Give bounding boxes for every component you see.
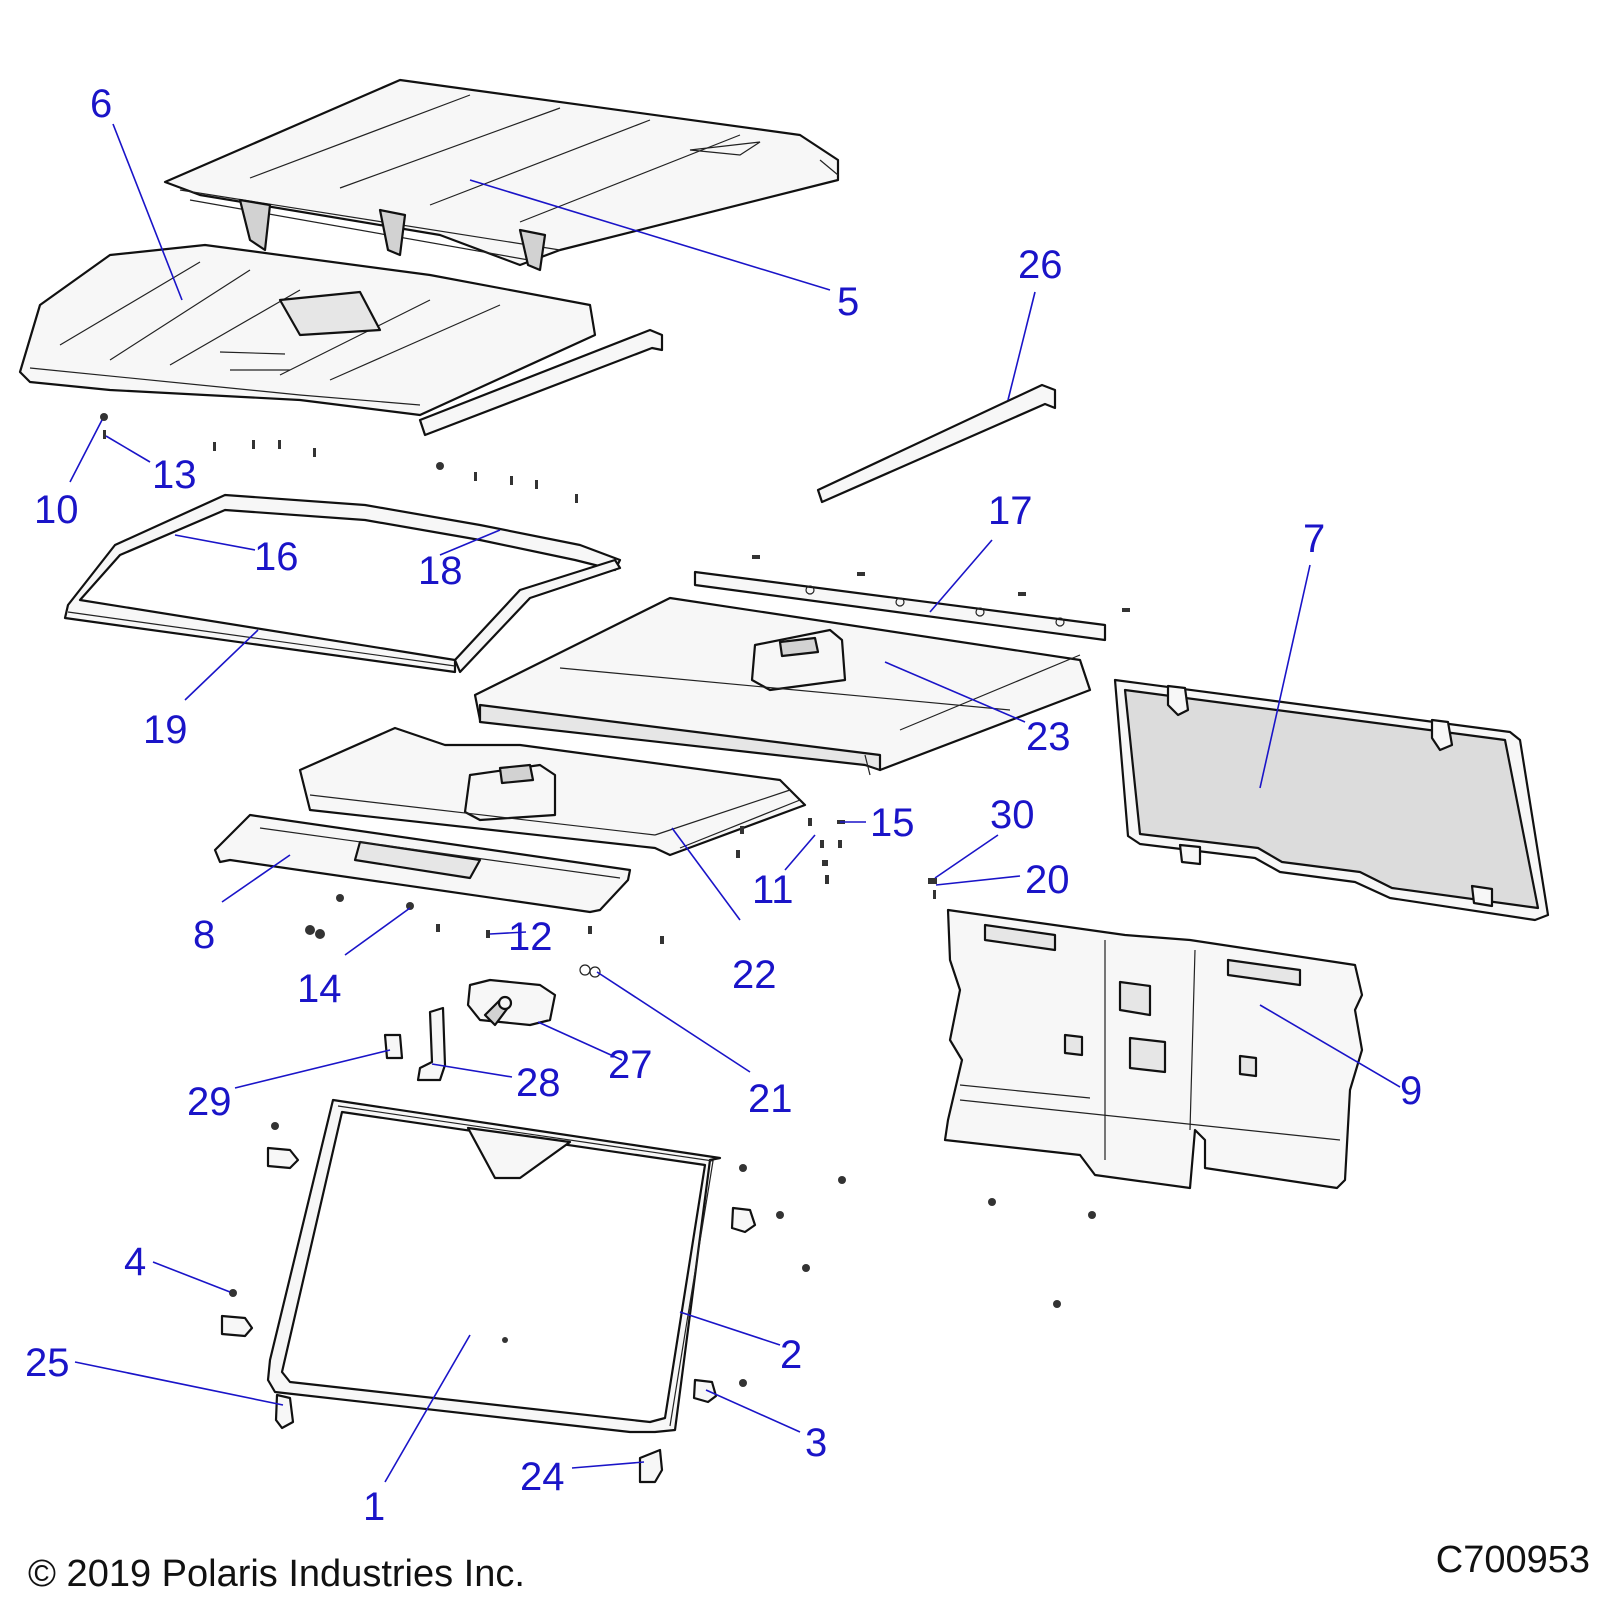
part-8-front-support [213,813,632,914]
callout-21: 21 [748,1077,793,1121]
part-23-rear-headliner [473,596,1092,776]
callout-2: 2 [780,1333,802,1377]
callout-26: 26 [1018,243,1063,287]
part-17-rear-bar [693,570,1107,642]
callout-12: 12 [508,915,553,959]
callout-15: 15 [870,801,915,845]
callout-numbers: 6 5 26 13 10 16 18 19 17 7 23 15 30 20 1… [25,82,1422,1529]
callout-4: 4 [124,1240,146,1284]
part-22-front-headliner [298,726,807,857]
callout-18: 18 [418,549,463,593]
callout-19: 19 [143,708,188,752]
part-27-mirror [466,978,557,1027]
roof-fasteners [100,413,578,503]
callout-23: 23 [1026,715,1071,759]
callout-17: 17 [988,489,1033,533]
part-7-rear-window [1113,678,1550,922]
drawing-id: C700953 [1436,1539,1590,1581]
part-1-2-windshield [266,1098,722,1434]
callout-5: 5 [837,280,859,324]
callout-30: 30 [990,793,1035,837]
callout-1: 1 [363,1485,385,1529]
callout-11: 11 [752,868,794,912]
callout-29: 29 [187,1080,232,1124]
part-26-seal-strip [418,328,1057,504]
callout-8: 8 [193,913,215,957]
part-6-roof [18,243,597,417]
callout-7: 7 [1303,517,1325,561]
callout-24: 24 [520,1455,565,1499]
callout-22: 22 [732,953,777,997]
mid-fasteners [305,818,937,978]
callout-10: 10 [34,488,79,532]
callout-9: 9 [1400,1069,1422,1113]
windshield-clips [220,1122,1096,1484]
callout-16: 16 [254,535,299,579]
callout-27: 27 [608,1043,653,1087]
callout-14: 14 [297,967,342,1011]
leader-lines [69,123,1401,1483]
callout-6: 6 [90,82,112,126]
callout-13: 13 [152,453,197,497]
part-9-rear-panel [943,908,1364,1190]
callout-3: 3 [805,1421,827,1465]
part-16-18-19-roof-frame [63,493,622,674]
callout-28: 28 [516,1061,561,1105]
callout-25: 25 [25,1341,70,1385]
copyright-text: © 2019 Polaris Industries Inc. [28,1553,525,1595]
header-fasteners [752,555,1130,612]
part-28-29-brackets [383,1006,447,1082]
part-5-roof-top [163,78,840,272]
callout-20: 20 [1025,858,1070,902]
